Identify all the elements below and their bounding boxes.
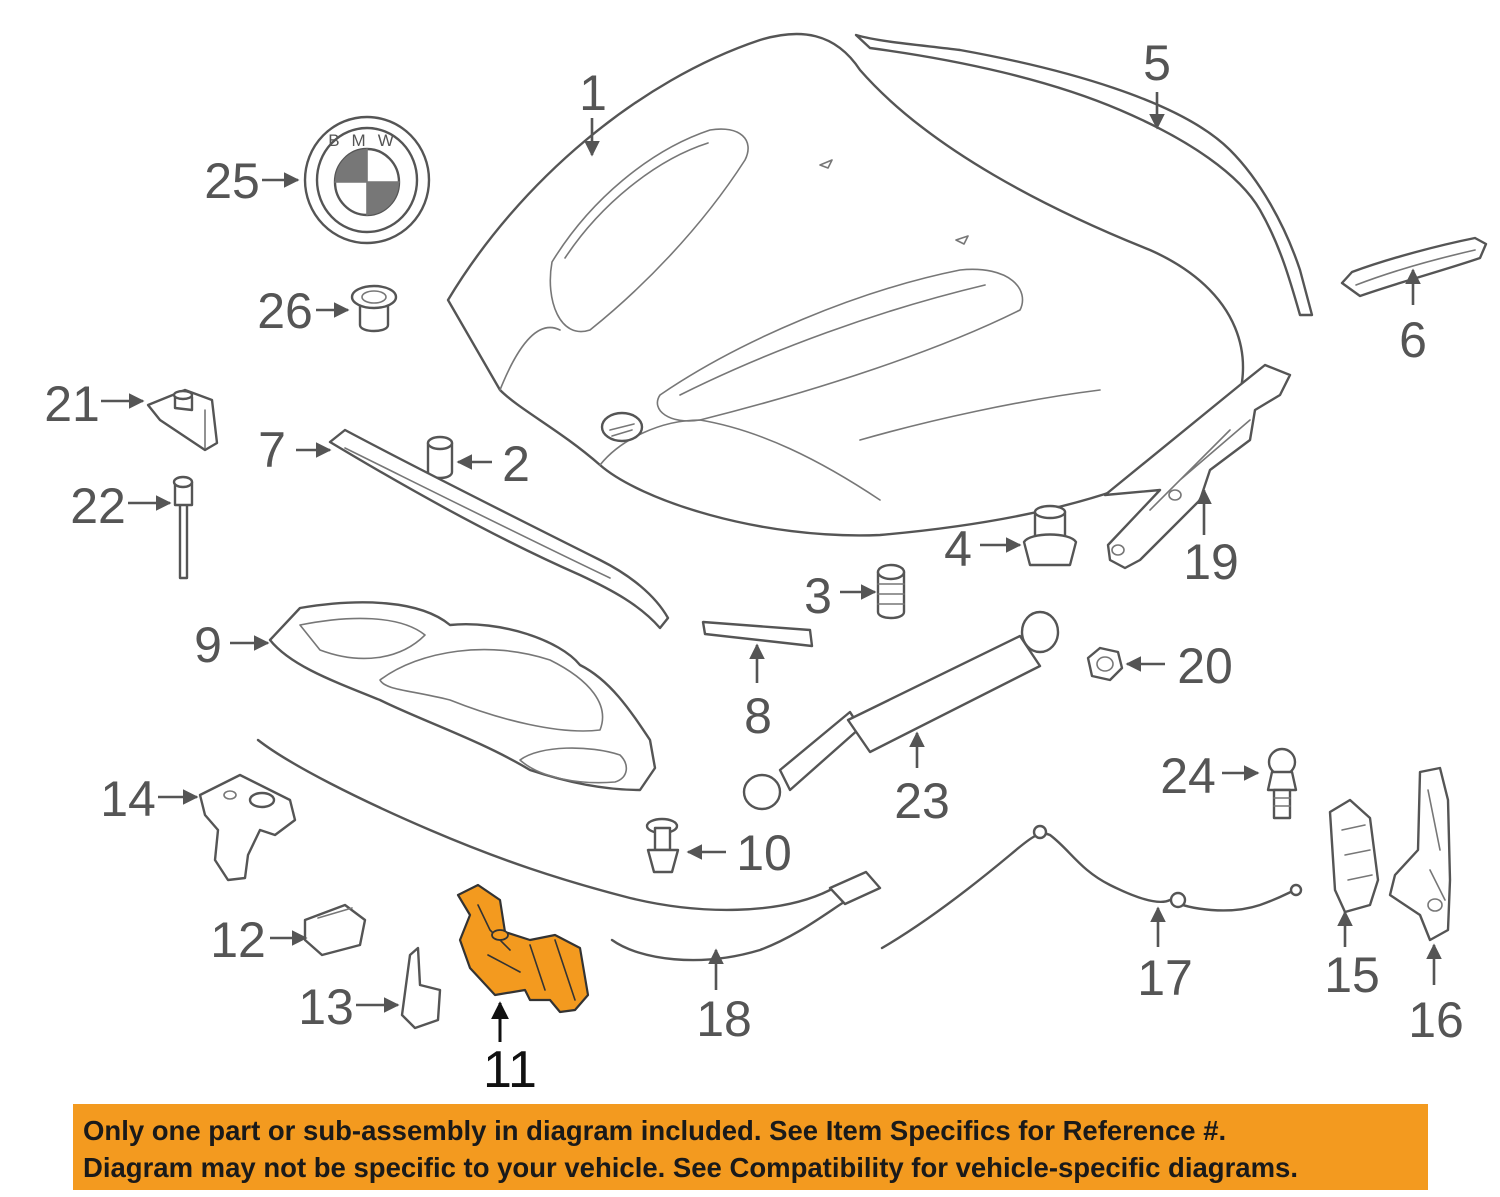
callout-17: 17 xyxy=(1137,950,1193,1006)
callout-1: 1 xyxy=(579,65,607,121)
part-grommet xyxy=(350,284,398,333)
part-clip xyxy=(1022,504,1078,567)
callout-13: 13 xyxy=(298,979,354,1035)
callout-14: 14 xyxy=(100,771,156,827)
callout-20: 20 xyxy=(1177,638,1233,694)
callout-19: 19 xyxy=(1183,534,1239,590)
part-pin xyxy=(172,475,194,580)
callout-7: 7 xyxy=(258,422,286,478)
part-rubber-buffer xyxy=(426,435,454,480)
callout-2: 2 xyxy=(502,436,530,492)
part-hood-lock-highlighted xyxy=(456,883,590,1014)
callout-16: 16 xyxy=(1408,992,1464,1048)
part-hood-insulation xyxy=(268,601,657,792)
part-latch-bracket-right xyxy=(1388,766,1452,942)
disclaimer-line-2: Diagram may not be specific to your vehi… xyxy=(83,1152,1298,1183)
part-release-cable-rear xyxy=(880,832,1297,950)
part-ball-stud xyxy=(1266,747,1298,820)
cable-end xyxy=(1289,883,1303,897)
emblem-letters: BMW xyxy=(328,131,406,150)
callout-9: 9 xyxy=(194,617,222,673)
part-latch-bracket-left xyxy=(1328,798,1380,914)
disclaimer-banner: Only one part or sub-assembly in diagram… xyxy=(73,1104,1428,1190)
part-push-rivet xyxy=(645,817,680,874)
callout-5: 5 xyxy=(1143,35,1171,91)
cable-clip-2 xyxy=(1169,891,1187,909)
callout-24: 24 xyxy=(1160,748,1216,804)
callout-25: 25 xyxy=(204,153,260,209)
part-adjustable-buffer xyxy=(876,563,906,620)
part-emblem: BMW xyxy=(303,115,431,245)
callout-21: 21 xyxy=(44,376,100,432)
part-contact-switch xyxy=(303,903,367,957)
callout-23: 23 xyxy=(894,773,950,829)
disclaimer-line-1: Only one part or sub-assembly in diagram… xyxy=(83,1115,1227,1146)
callout-11-highlighted: 11 xyxy=(483,1041,537,1099)
part-mounting-bracket xyxy=(146,388,219,452)
callout-4: 4 xyxy=(944,521,972,577)
callout-10: 10 xyxy=(736,825,792,881)
callout-15: 15 xyxy=(1324,947,1380,1003)
part-side-seal xyxy=(1340,236,1488,298)
callout-labels: 1 2 3 4 5 6 7 8 9 10 11 12 13 14 15 16 1… xyxy=(44,35,1464,1099)
callout-26: 26 xyxy=(257,283,313,339)
callout-8: 8 xyxy=(744,688,772,744)
callout-12: 12 xyxy=(210,912,266,968)
part-hood-hinge xyxy=(1103,363,1292,570)
callout-6: 6 xyxy=(1399,312,1427,368)
callout-3: 3 xyxy=(804,568,832,624)
part-hood-seal-rear xyxy=(854,33,1314,317)
callout-arrows xyxy=(101,92,1442,1042)
part-release-cable-front xyxy=(256,738,857,962)
part-lock-cover xyxy=(400,946,442,1030)
callout-22: 22 xyxy=(70,478,126,534)
callout-18: 18 xyxy=(696,991,752,1047)
part-lock-bracket xyxy=(198,773,297,882)
cable-clip-1 xyxy=(1032,824,1048,840)
part-hood xyxy=(446,32,1245,537)
part-center-seal xyxy=(701,620,814,648)
part-cable-connector xyxy=(828,870,882,906)
part-front-seal-strip xyxy=(328,428,670,630)
part-gas-strut xyxy=(742,610,1060,811)
part-nut xyxy=(1086,646,1124,682)
